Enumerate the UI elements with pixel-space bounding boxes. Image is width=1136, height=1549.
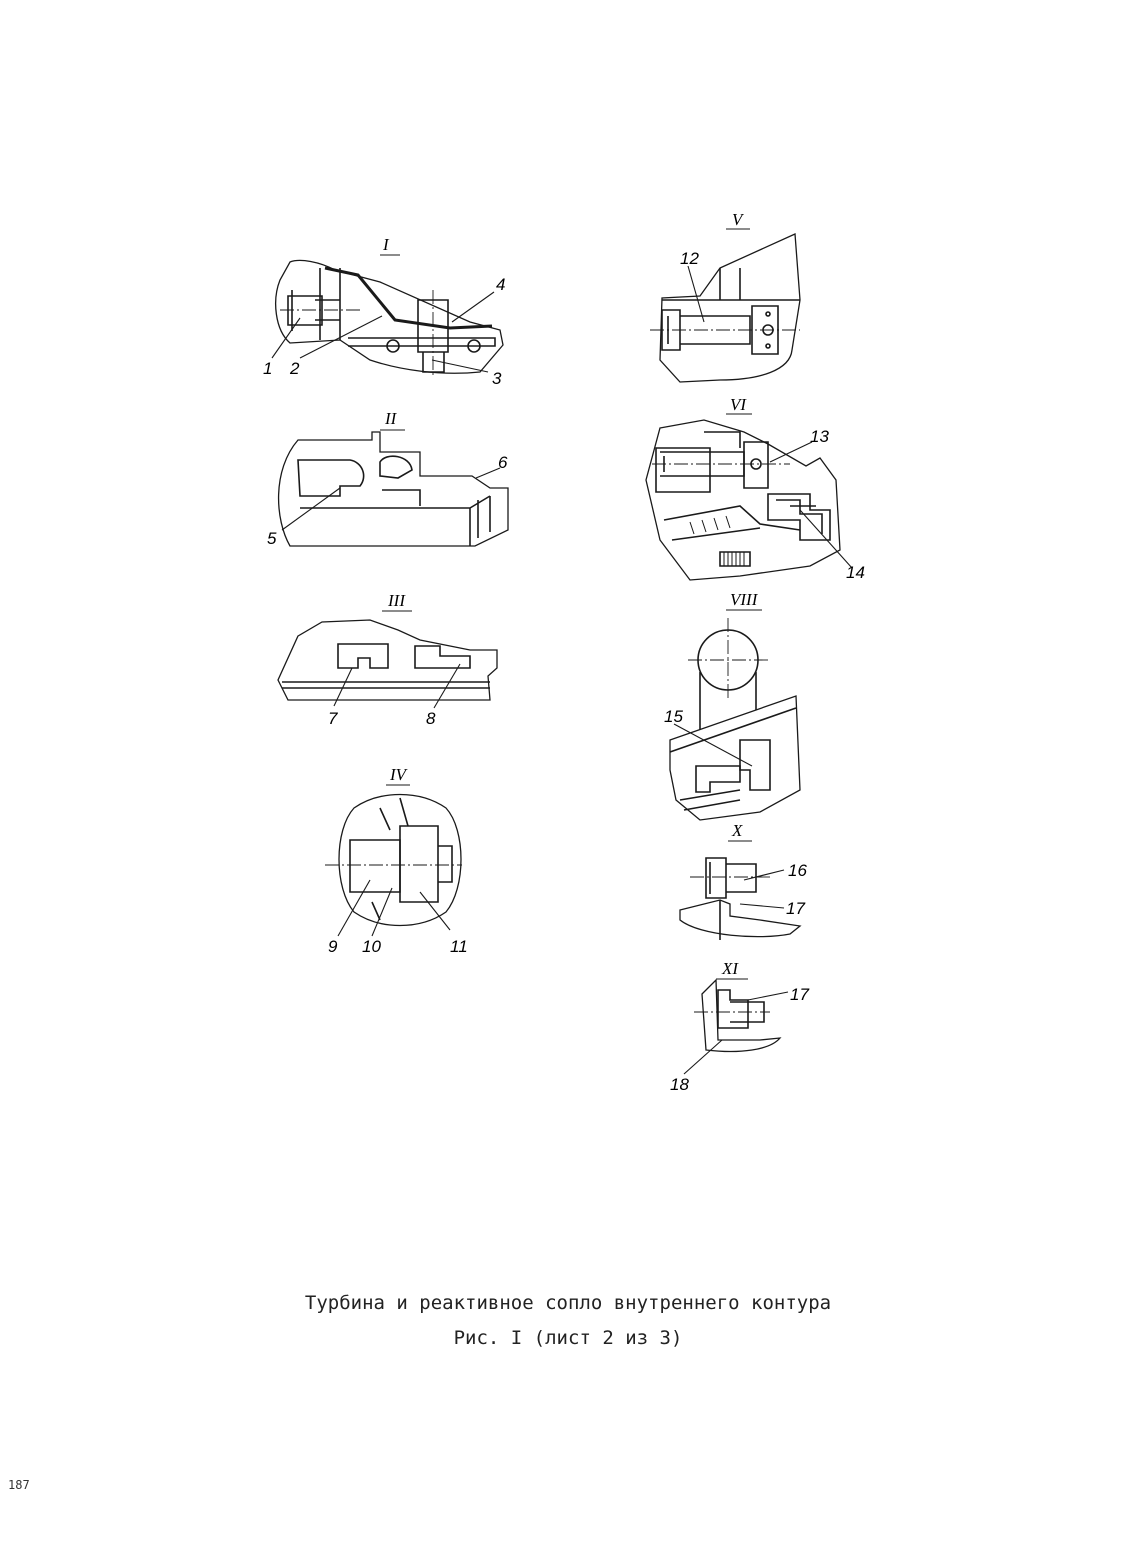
view-xi: XI 17 18 <box>670 959 809 1094</box>
callout-17b: 17 <box>790 985 809 1004</box>
callout-12: 12 <box>680 249 699 268</box>
view-label-xi: XI <box>721 959 739 978</box>
view-vi: VI 13 14 <box>645 395 865 582</box>
callout-2: 2 <box>289 359 300 378</box>
callout-7: 7 <box>328 709 338 728</box>
view-label-vi: VI <box>730 395 747 414</box>
view-i: I 1 2 3 4 <box>263 235 505 388</box>
view-ii: II 5 6 <box>267 409 509 548</box>
view-v: V 12 <box>650 210 801 383</box>
callout-1: 1 <box>263 359 272 378</box>
callout-4: 4 <box>496 275 505 294</box>
callout-15: 15 <box>664 707 683 726</box>
view-label-iii: III <box>387 591 406 610</box>
figure-title: Турбина и реактивное сопло внутреннего к… <box>304 1292 832 1314</box>
view-label-iv: IV <box>389 765 409 784</box>
callout-11: 11 <box>450 937 468 956</box>
callout-14: 14 <box>846 563 865 582</box>
callout-16: 16 <box>788 861 807 880</box>
view-label-ii: II <box>384 409 398 428</box>
callout-6: 6 <box>498 453 508 472</box>
callout-9: 9 <box>328 937 338 956</box>
view-label-v: V <box>732 210 745 229</box>
callout-3: 3 <box>492 369 502 388</box>
callout-17a: 17 <box>786 899 805 918</box>
view-label-x: X <box>731 821 743 840</box>
view-x: X 16 17 <box>679 821 807 940</box>
callout-8: 8 <box>426 709 436 728</box>
view-viii: VIII 15 <box>664 590 801 821</box>
callout-10: 10 <box>362 937 381 956</box>
view-label-viii: VIII <box>730 590 759 609</box>
figure-number: Рис. I (лист 2 из 3) <box>453 1327 683 1349</box>
callout-18: 18 <box>670 1075 689 1094</box>
callout-5: 5 <box>267 529 277 548</box>
callout-13: 13 <box>810 427 829 446</box>
view-label-i: I <box>382 235 390 254</box>
view-iii: III 7 8 <box>277 591 498 728</box>
page-number: 187 <box>8 1478 30 1492</box>
view-iv: IV 9 10 11 <box>325 765 468 956</box>
